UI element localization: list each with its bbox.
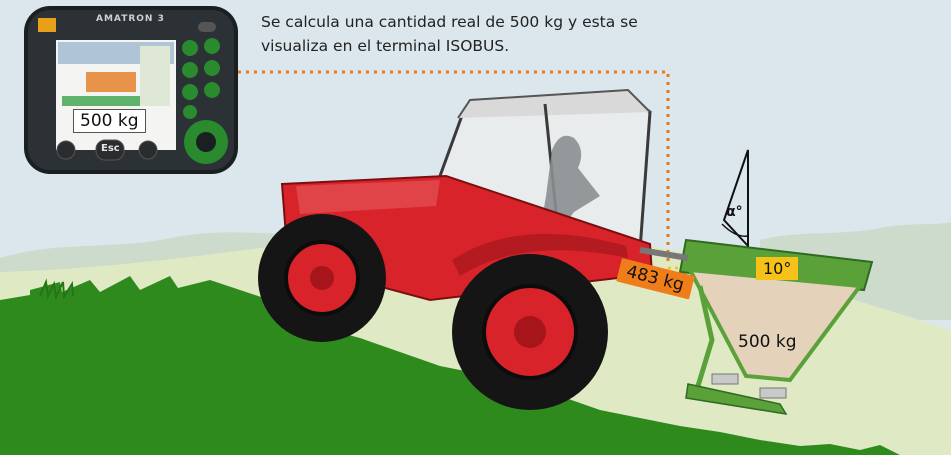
- grass-hill: [30, 276, 900, 455]
- caption-text: Se calcula una cantidad real de 500 kg y…: [261, 10, 691, 58]
- tilt-angle-label: 10°: [756, 257, 799, 280]
- angle-symbol-label: α°: [726, 204, 743, 220]
- terminal-brand: AMATRON 3: [96, 14, 165, 24]
- tractor: [258, 88, 654, 410]
- isobus-terminal: [24, 6, 238, 174]
- terminal-weight-readout: 500 kg: [73, 109, 146, 133]
- leader-line: [230, 70, 670, 262]
- caption-line-2: visualiza en el terminal ISOBUS.: [261, 37, 510, 55]
- caption-line-1: Se calcula una cantidad real de 500 kg y…: [261, 13, 638, 31]
- hopper-weight-label: 500 kg: [738, 332, 797, 352]
- angle-triangle: [721, 149, 749, 249]
- terminal-esc-key: Esc: [101, 143, 120, 154]
